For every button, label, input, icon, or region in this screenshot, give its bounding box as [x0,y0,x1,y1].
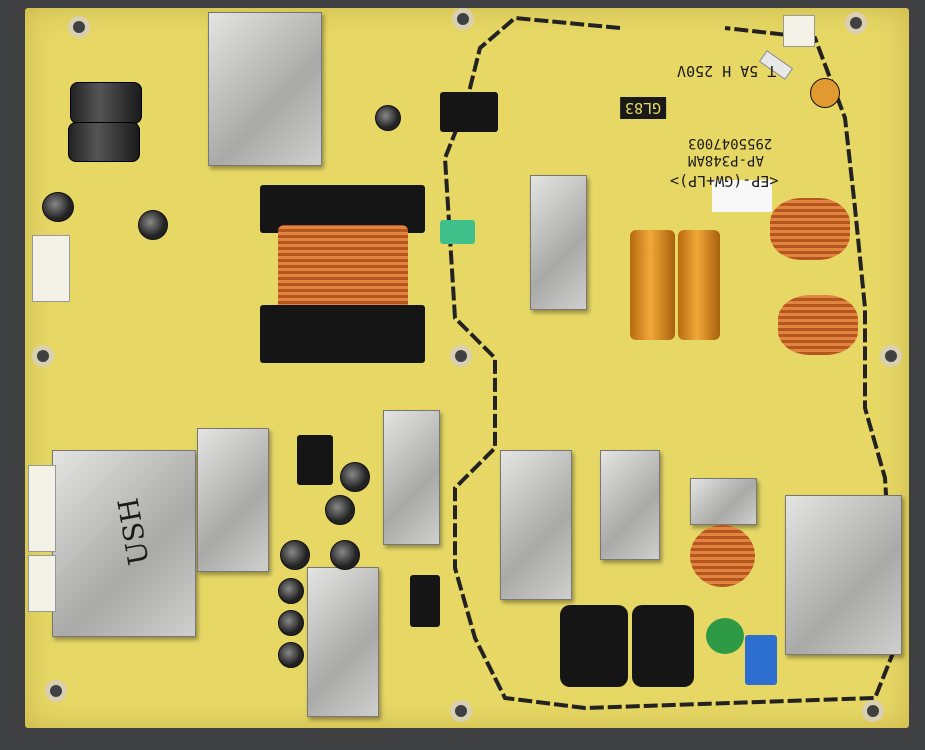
capacitor [375,105,401,131]
mounting-hole [32,345,54,367]
toroid-coil [778,295,858,355]
connector [783,15,815,47]
heatsink [197,428,269,572]
mounting-hole [45,680,67,702]
inductor [297,435,333,485]
mounting-hole [452,8,474,30]
capacitor [330,540,360,570]
capacitor [278,578,304,604]
capacitor [745,635,777,685]
mounting-hole [68,16,90,38]
heatsink [600,450,660,560]
capacitor [678,230,720,340]
capacitor [340,462,370,492]
heatsink [52,450,196,637]
barcode-label [712,180,772,212]
board-name: <EP-(GW+LP)> [670,172,779,190]
capacitor [42,192,74,222]
capacitor [325,495,355,525]
toroid-coil [690,525,755,587]
mounting-hole [845,12,867,34]
mounting-hole [880,345,902,367]
capacitor [278,610,304,636]
inductor [410,575,440,627]
capacitor [630,230,675,340]
fuse-rating: T 5A H 250V [677,62,777,80]
mounting-hole [862,700,884,722]
toroid-coil [770,198,850,260]
heatsink [785,495,902,655]
inductor [440,92,498,132]
capacitor [68,122,140,162]
capacitor [706,618,744,654]
capacitor [280,540,310,570]
mounting-hole [450,345,472,367]
capacitor [138,210,168,240]
trace-outline [442,15,898,711]
heatsink [500,450,572,600]
capacitor [70,82,142,124]
transformer-core [260,305,425,363]
heatsink [690,478,757,525]
part-number: 2955047003 [688,135,773,151]
heatsink [383,410,440,545]
capacitor [440,220,475,244]
mounting-hole [450,700,472,722]
heatsink [307,567,379,717]
common-mode-choke [632,605,694,687]
heatsink [530,175,587,310]
connector [28,465,56,552]
common-mode-choke [560,605,628,687]
transformer-coil [278,225,408,310]
connector [28,555,56,612]
connector [32,235,70,302]
part-model: AP-P348AM [688,152,764,168]
heatsink [208,12,322,166]
capacitor [278,642,304,668]
varistor [810,78,840,108]
board-code: GL83 [620,97,667,119]
